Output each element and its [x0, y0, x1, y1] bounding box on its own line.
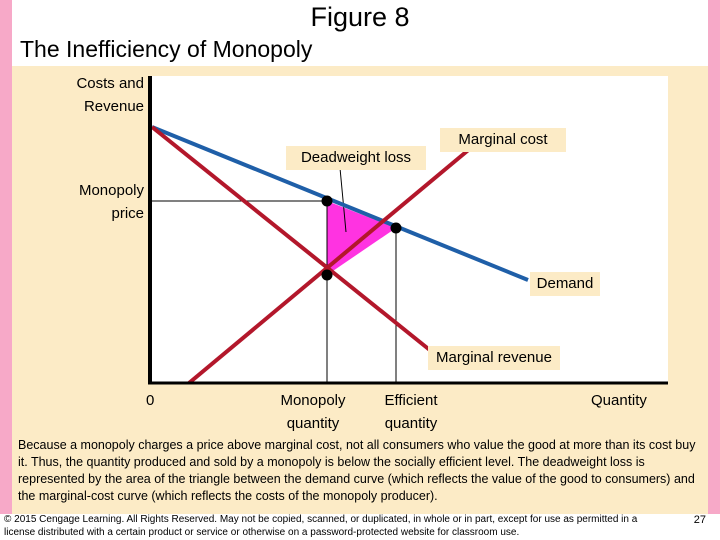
demand-curve [151, 125, 529, 282]
figure-title: Figure 8 [310, 2, 410, 32]
marginal-cost-label: Marginal cost [440, 128, 566, 152]
efficient-quantity-label-line2: quantity [384, 415, 438, 432]
x-axis-label: Quantity [591, 392, 647, 409]
y-axis-label: Costs and Revenue [40, 72, 144, 118]
footer [0, 514, 720, 540]
origin-label: 0 [146, 392, 155, 409]
monopoly-quantity-label: Monopoly quantity [268, 389, 358, 435]
deadweight-loss-label: Deadweight loss [286, 146, 426, 170]
monopoly-price-label-line1: Monopoly [78, 182, 144, 199]
figure-caption: Because a monopoly charges a price above… [18, 438, 696, 503]
demand-label: Demand [530, 272, 600, 296]
monopoly-price-label: Monopoly price [40, 179, 144, 225]
y-axis-label-line2: Revenue [83, 98, 144, 115]
y-axis-label-line1: Costs and [76, 75, 144, 92]
copyright-notice: © 2015 Cengage Learning. All Rights Rese… [4, 514, 638, 538]
monopoly-quantity-label-line1: Monopoly [280, 392, 346, 409]
monopoly-price-point [321, 195, 333, 207]
monopoly-price-label-line2: price [111, 205, 144, 222]
monopoly-mc-point [321, 269, 333, 281]
efficient-quantity-label-line1: Efficient [384, 392, 438, 409]
page-number: 27 [693, 514, 706, 526]
left-decor-strip [0, 0, 12, 540]
efficient-quantity-label: Efficient quantity [366, 389, 456, 435]
slide-subtitle: The Inefficiency of Monopoly [20, 36, 313, 62]
efficient-point [390, 222, 402, 234]
marginal-revenue-curve [150, 125, 438, 357]
right-decor-strip [708, 0, 720, 540]
deadweight-loss-pointer [339, 167, 347, 233]
monopoly-quantity-label-line2: quantity [286, 415, 340, 432]
marginal-revenue-label: Marginal revenue [428, 346, 560, 370]
marginal-cost-curve [187, 140, 480, 385]
